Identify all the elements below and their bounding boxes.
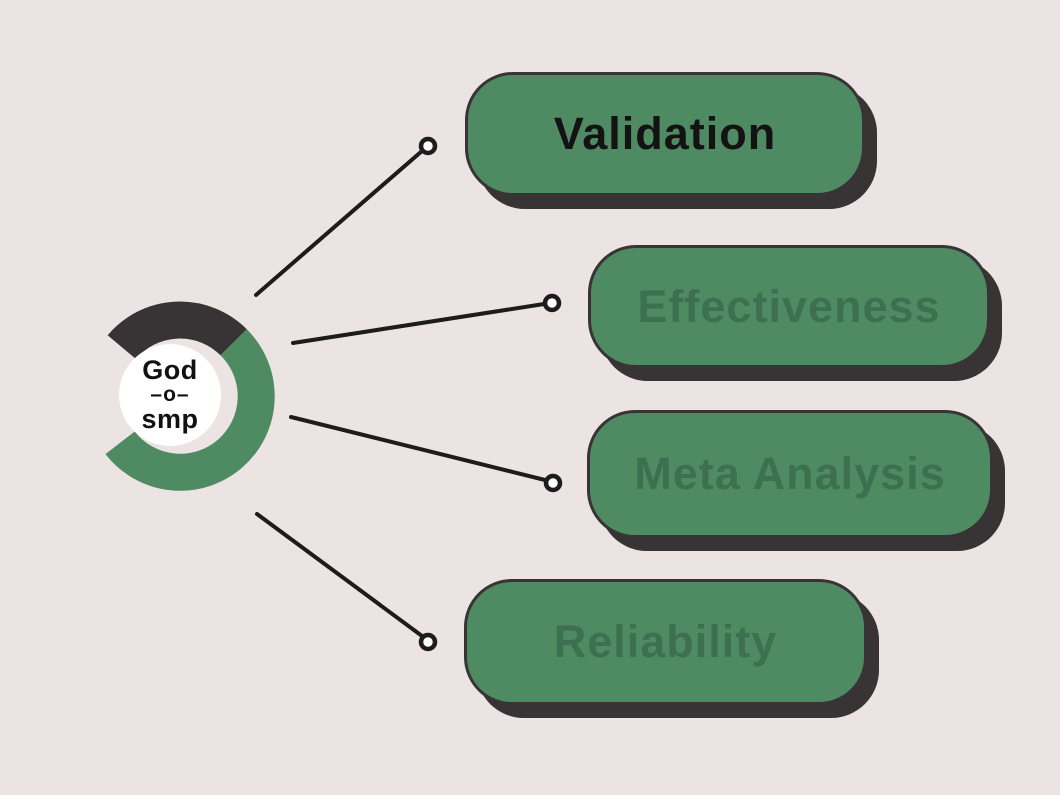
connector-line-effectiveness (291, 302, 546, 345)
node-reliability-label: Reliability (553, 616, 778, 667)
node-validation[interactable]: Validation (465, 72, 865, 196)
connector-endpoint-reliability (418, 632, 438, 652)
node-validation-label: Validation (553, 108, 777, 159)
node-reliability[interactable]: Reliability (464, 579, 867, 705)
hub-label-line1: God (142, 354, 198, 385)
connector-line-reliability (255, 512, 424, 638)
hub-label-line2: –o– (150, 383, 190, 407)
connector-line-validation (254, 149, 424, 297)
hub-ring-dark-arc (107, 301, 247, 360)
connector-endpoint-effectiveness (542, 293, 562, 313)
node-meta-analysis[interactable]: Meta Analysis (587, 410, 993, 538)
hub-node[interactable]: God –o– smp (110, 342, 230, 448)
connector-line-meta-analysis (289, 415, 547, 482)
node-effectiveness-label: Effectiveness (637, 280, 941, 332)
connector-endpoint-meta-analysis (543, 473, 563, 493)
connector-endpoint-validation (418, 136, 438, 156)
hub-center-circle (119, 344, 221, 446)
node-effectiveness[interactable]: Effectiveness (588, 245, 990, 368)
node-meta-analysis-label: Meta Analysis (634, 448, 946, 499)
hub-label-line3: smp (141, 403, 199, 434)
hub-ring-green-arc (105, 329, 275, 491)
